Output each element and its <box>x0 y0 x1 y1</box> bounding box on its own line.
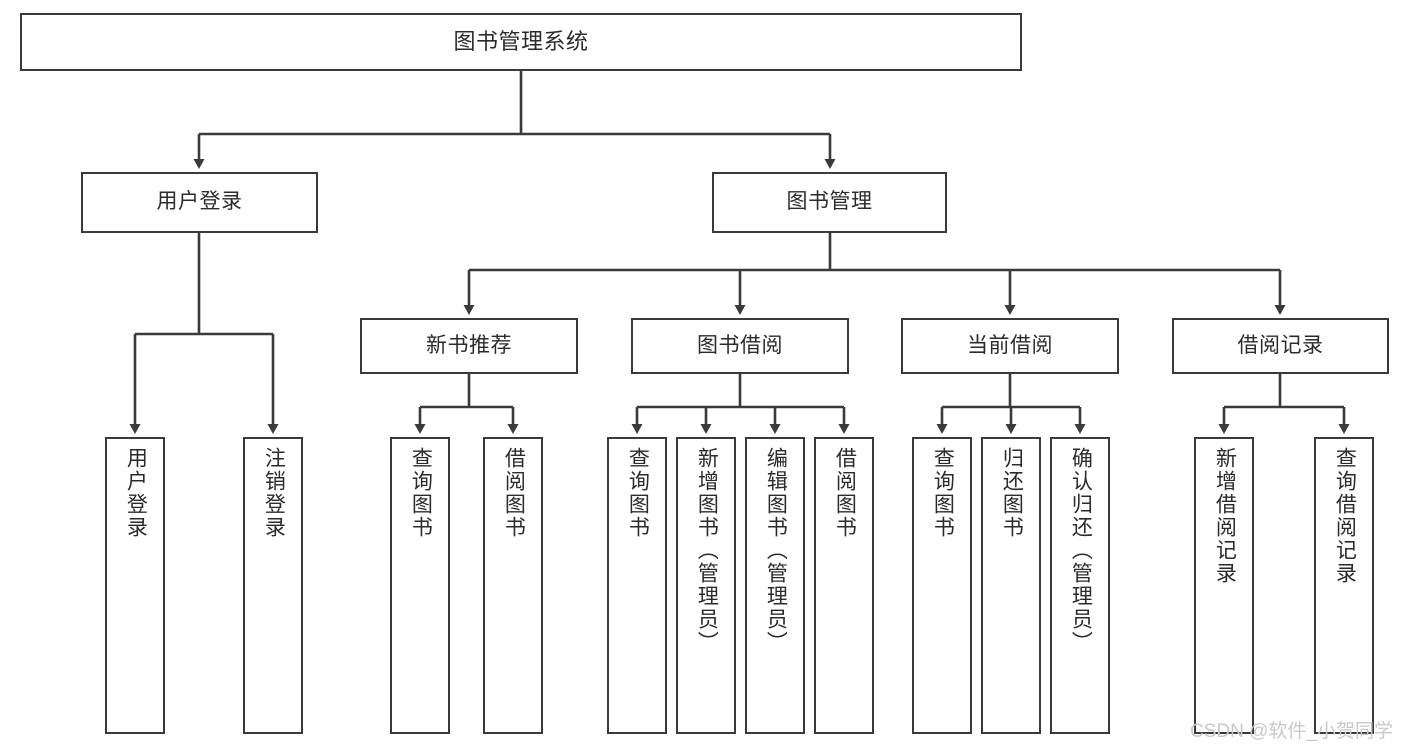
node-borrow-record-label: 借阅记录 <box>1237 333 1324 357</box>
node-leaf-borrow-record-add[interactable]: 新增借阅记录 <box>1194 437 1254 734</box>
node-leaf-borrow-record-query[interactable]: 查询借阅记录 <box>1314 437 1374 734</box>
node-book-management-label: 图书管理 <box>786 190 873 214</box>
node-leaf-label: 注销登录 <box>262 447 286 539</box>
node-leaf-current-borrow-confirm[interactable]: 确认归还（管理员） <box>1050 437 1110 734</box>
node-leaf-user-login-signout[interactable]: 注销登录 <box>243 437 303 734</box>
node-root-label: 图书管理系统 <box>453 29 589 55</box>
node-leaf-new-book-borrow[interactable]: 借阅图书 <box>483 437 543 734</box>
node-book-management[interactable]: 图书管理 <box>712 172 947 233</box>
node-leaf-book-borrow-edit[interactable]: 编辑图书（管理员） <box>745 437 805 734</box>
node-leaf-user-login-signin[interactable]: 用户登录 <box>105 437 165 734</box>
node-borrow-record[interactable]: 借阅记录 <box>1172 318 1389 374</box>
node-leaf-label: 查询借阅记录 <box>1333 447 1357 585</box>
node-current-borrow[interactable]: 当前借阅 <box>901 318 1119 374</box>
node-leaf-label: 查询图书 <box>626 447 650 539</box>
node-leaf-book-borrow-add[interactable]: 新增图书（管理员） <box>676 437 736 734</box>
node-leaf-current-borrow-query[interactable]: 查询图书 <box>912 437 972 734</box>
node-leaf-label: 编辑图书（管理员） <box>764 447 788 654</box>
node-new-book-recommend-label: 新书推荐 <box>426 333 512 357</box>
node-leaf-label: 新增图书（管理员） <box>695 447 719 654</box>
node-book-borrow-label: 图书借阅 <box>697 333 783 357</box>
node-leaf-book-borrow-query[interactable]: 查询图书 <box>607 437 667 734</box>
node-user-login[interactable]: 用户登录 <box>81 172 318 233</box>
node-book-borrow[interactable]: 图书借阅 <box>631 318 849 374</box>
node-leaf-book-borrow-lend[interactable]: 借阅图书 <box>814 437 874 734</box>
node-root[interactable]: 图书管理系统 <box>20 13 1022 71</box>
node-user-login-label: 用户登录 <box>156 190 243 214</box>
node-leaf-label: 借阅图书 <box>833 447 857 539</box>
node-new-book-recommend[interactable]: 新书推荐 <box>360 318 578 374</box>
node-leaf-label: 归还图书 <box>1000 447 1024 539</box>
node-leaf-label: 确认归还（管理员） <box>1069 447 1093 654</box>
node-leaf-label: 借阅图书 <box>502 447 526 539</box>
node-leaf-label: 查询图书 <box>409 447 433 539</box>
node-leaf-new-book-query[interactable]: 查询图书 <box>390 437 450 734</box>
node-leaf-label: 查询图书 <box>931 447 955 539</box>
node-leaf-current-borrow-return[interactable]: 归还图书 <box>981 437 1041 734</box>
node-current-borrow-label: 当前借阅 <box>967 333 1053 357</box>
node-leaf-label: 用户登录 <box>124 447 148 539</box>
node-leaf-label: 新增借阅记录 <box>1213 447 1237 585</box>
watermark: CSDN @软件_小贺同学 <box>1190 721 1393 742</box>
